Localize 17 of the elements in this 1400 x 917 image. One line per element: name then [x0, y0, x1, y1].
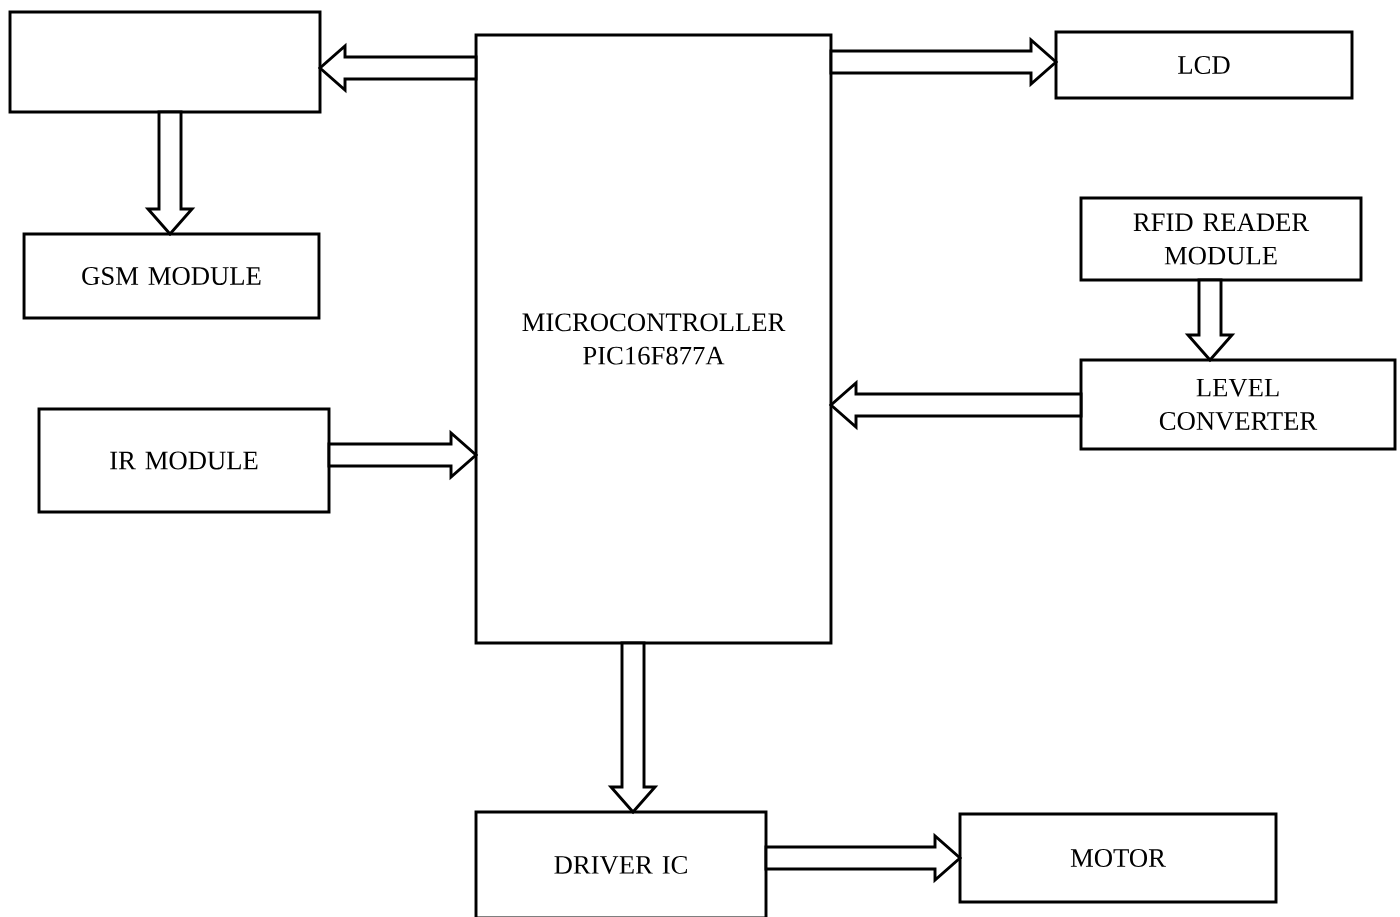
block-box: GSM MODULE	[22, 232, 321, 320]
block-box: DRIVER IC	[474, 810, 768, 917]
block-arrow	[327, 429, 479, 481]
block-arrow	[828, 379, 1083, 431]
microcontroller-box: MICROCONTROLLER PIC16F877A	[474, 33, 833, 645]
block-box: RFID READER MODULE	[1079, 196, 1363, 282]
block-arrow	[144, 110, 196, 237]
block-arrow	[607, 641, 659, 815]
block-arrow	[1184, 278, 1236, 363]
empty-box	[8, 10, 322, 114]
block-box: LCD	[1054, 30, 1354, 100]
block-box: LEVEL CONVERTER	[1079, 358, 1397, 451]
block-box: MOTOR	[958, 812, 1278, 904]
block-arrow	[764, 832, 963, 884]
block-arrow	[829, 36, 1059, 88]
block-box: IR MODULE	[37, 407, 331, 514]
block-arrow	[317, 42, 478, 94]
